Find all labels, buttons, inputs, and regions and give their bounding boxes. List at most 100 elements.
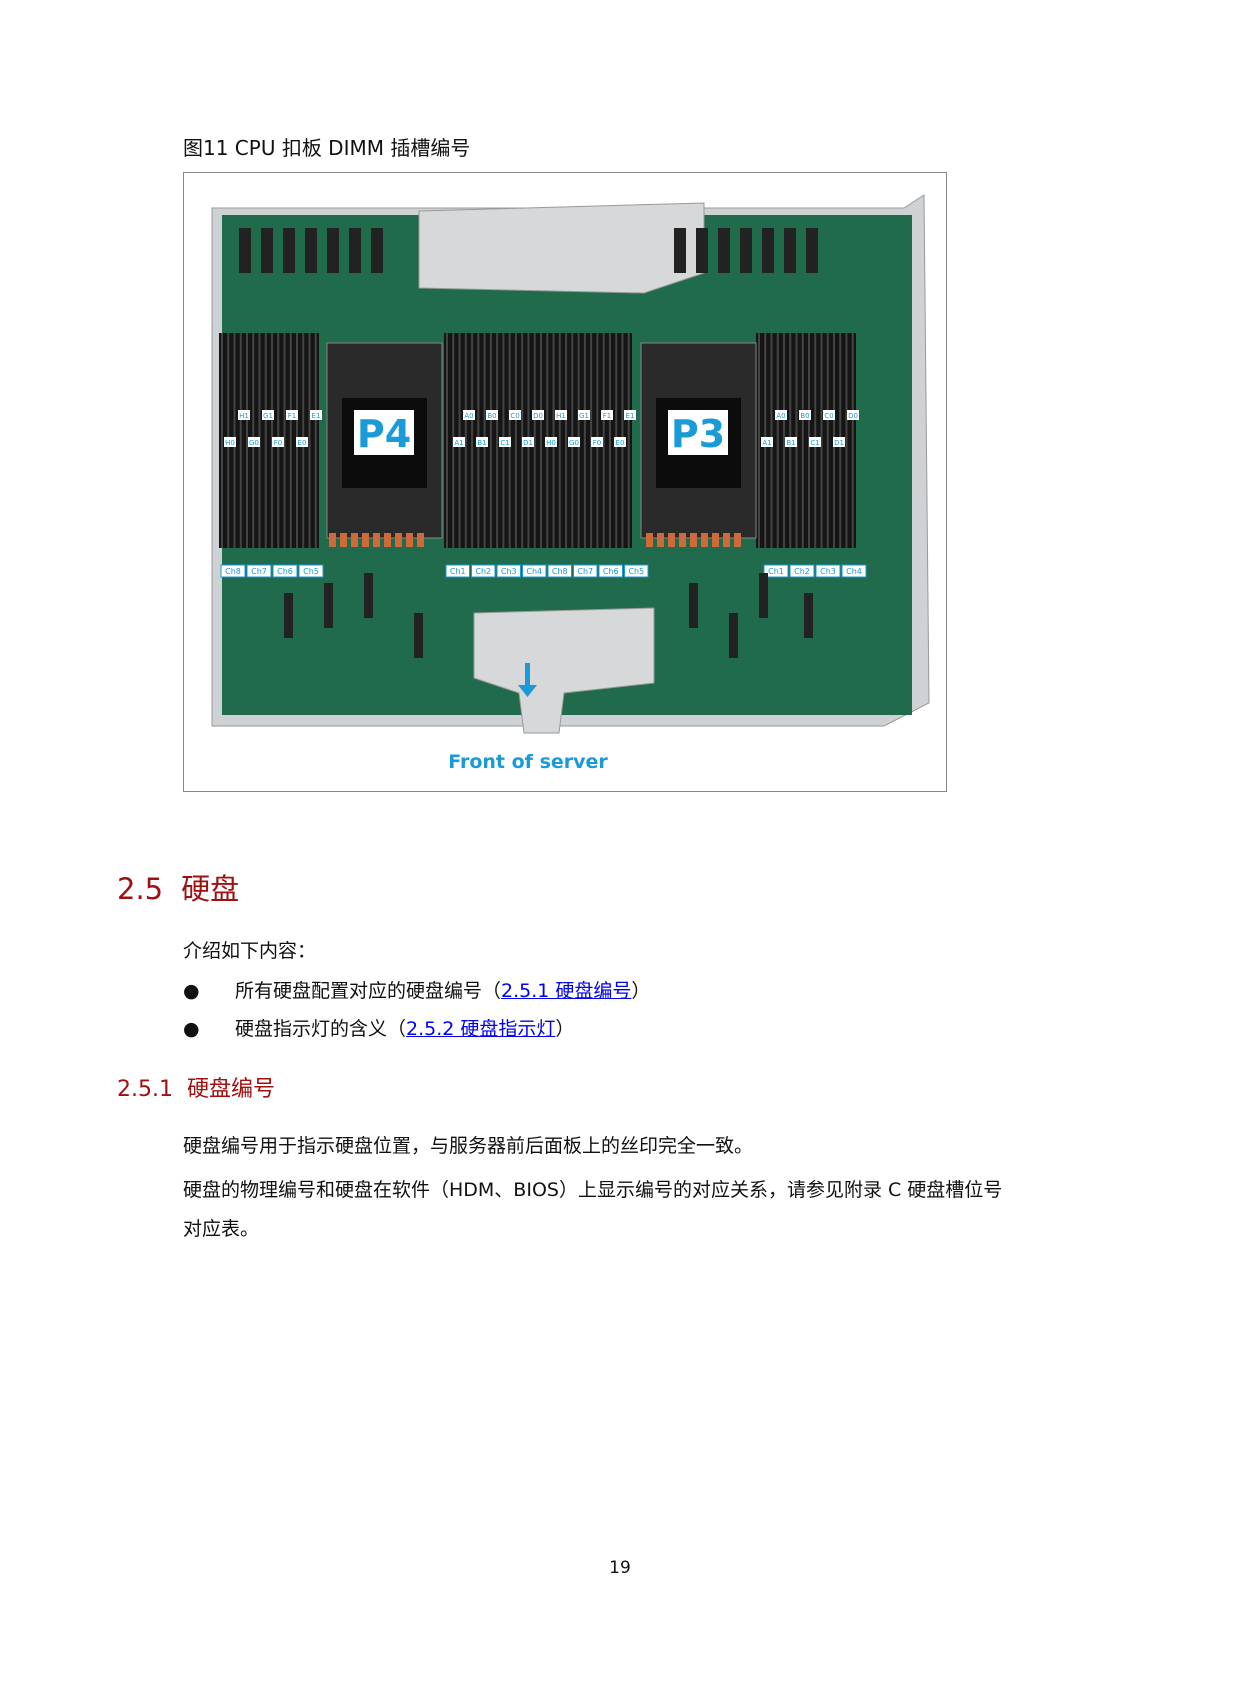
channel-box	[445, 564, 470, 578]
dimm-label-bg	[785, 437, 797, 447]
channel-label: Ch2	[475, 567, 491, 576]
vrm	[668, 533, 675, 547]
cpu-p4-label: P4	[357, 412, 411, 456]
dimm-label-bg	[601, 410, 613, 420]
dimm-slot	[627, 333, 630, 548]
dimm-label: F0	[274, 439, 282, 447]
vrm	[373, 533, 380, 547]
dimm-label: H0	[546, 439, 556, 447]
dimm-slot	[758, 333, 760, 548]
vrm	[701, 533, 708, 547]
dimm-slot	[608, 333, 611, 548]
front-of-server-label: Front of server	[448, 751, 608, 773]
channel-box	[547, 564, 572, 578]
dimm-slot	[602, 333, 605, 548]
connector	[729, 613, 738, 658]
bullet-dot: ●	[183, 980, 200, 1002]
dimm-slot	[264, 333, 267, 548]
channel-label: Ch6	[603, 567, 619, 576]
connector	[806, 228, 818, 273]
section-number: 2.5	[117, 872, 164, 906]
dimm-slot	[540, 333, 542, 548]
connector	[261, 228, 273, 273]
channel-box	[763, 564, 789, 578]
vrm	[723, 533, 730, 547]
connector	[327, 228, 339, 273]
dimm-label-bg	[262, 410, 274, 420]
link-2-5-2[interactable]: 2.5.2 硬盘指示灯	[406, 1018, 556, 1040]
bullet-text: ）	[555, 1018, 575, 1040]
dimm-label: B1	[477, 439, 486, 447]
dimm-label: G1	[579, 412, 589, 420]
top-bracket	[418, 202, 705, 294]
dimm-label-bg	[555, 410, 567, 420]
dimm-slot	[464, 333, 467, 548]
channel-box	[522, 564, 547, 578]
bullet-dot: ●	[183, 1018, 200, 1040]
dimm-label-bg	[847, 410, 859, 420]
dimm-label-bg	[614, 437, 626, 447]
dimm-label-bg	[463, 410, 475, 420]
dimm-label: G1	[263, 412, 273, 420]
dimm-slot	[776, 333, 779, 548]
dimm-label-bg	[310, 410, 322, 420]
dimm-label: B0	[487, 412, 496, 420]
connector	[371, 228, 383, 273]
dimm-label: A1	[762, 439, 771, 447]
channel-label: Ch6	[277, 567, 293, 576]
dimm-slot	[239, 333, 242, 548]
dimm-label: A0	[776, 412, 785, 420]
connector	[696, 228, 708, 273]
intro-text: 介绍如下内容：	[183, 940, 317, 962]
dimm-label-bg	[532, 410, 544, 420]
channel-label: Ch1	[768, 567, 784, 576]
dimm-label-bg	[568, 437, 580, 447]
channel-label: Ch4	[526, 567, 542, 576]
channel-box	[841, 564, 867, 578]
connector	[674, 228, 686, 273]
dimm-label: H1	[556, 412, 566, 420]
dimm-label: D0	[848, 412, 858, 420]
vrm	[384, 533, 391, 547]
dimm-slot	[851, 333, 854, 548]
dimm-slot	[820, 333, 823, 548]
channel-label: Ch1	[450, 567, 466, 576]
dimm-label: F1	[288, 412, 296, 420]
dimm-label-bg	[238, 410, 250, 420]
bullet-item: ●所有硬盘配置对应的硬盘编号（2.5.1 硬盘编号）	[183, 976, 650, 1003]
paragraph: 硬盘的物理编号和硬盘在软件（HDM、BIOS）上显示编号的对应关系，请参见附录 …	[183, 1179, 1003, 1201]
connector	[759, 573, 768, 618]
cpu-p4-label-box	[354, 410, 414, 455]
dimm-label-bg	[476, 437, 488, 447]
dimm-slot	[514, 333, 517, 548]
channel-box	[789, 564, 815, 578]
connector	[740, 228, 752, 273]
channel-label: Ch7	[251, 567, 267, 576]
dimm-label: B0	[800, 412, 809, 420]
dimm-label-bg	[775, 410, 787, 420]
dimm-label: D1	[523, 439, 533, 447]
link-2-5-1[interactable]: 2.5.1 硬盘编号	[501, 980, 632, 1002]
dimm-slot	[289, 333, 292, 548]
vrm	[329, 533, 336, 547]
vrm	[417, 533, 424, 547]
channel-label: Ch3	[820, 567, 836, 576]
vrm	[340, 533, 347, 547]
dimm-label-bg	[761, 437, 773, 447]
bottom-bracket	[473, 607, 655, 734]
dimm-label: G0	[569, 439, 579, 447]
figure-caption: 图11 CPU 扣板 DIMM 插槽编号	[183, 136, 471, 160]
connector	[324, 583, 333, 628]
dimm-slot	[283, 333, 286, 548]
dimm-label: H0	[225, 439, 235, 447]
channel-label: Ch8	[552, 567, 568, 576]
channel-box	[471, 564, 496, 578]
connector	[305, 228, 317, 273]
channel-box	[815, 564, 841, 578]
dimm-label: F0	[593, 439, 601, 447]
dimm-label: E0	[298, 439, 307, 447]
channel-box	[298, 564, 324, 578]
vrm	[657, 533, 664, 547]
vrm	[734, 533, 741, 547]
dimm-slot	[533, 333, 536, 548]
